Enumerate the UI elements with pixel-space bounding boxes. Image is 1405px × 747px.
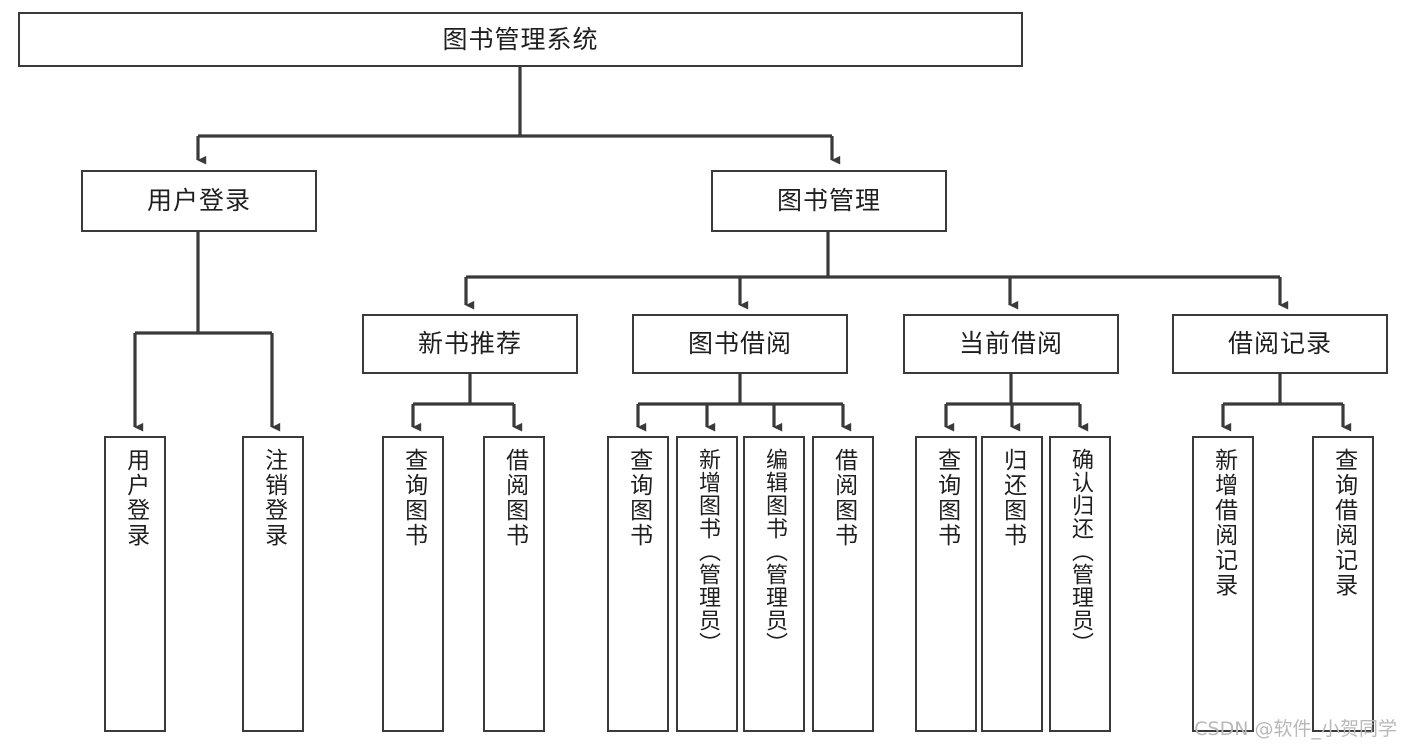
node-label: 查询图书 xyxy=(400,448,427,548)
node-label: 借阅记录 xyxy=(1227,329,1332,359)
leaf-add-borrow-record[interactable]: 新增借阅记录 xyxy=(1192,436,1254,732)
node-label: 新书推荐 xyxy=(417,329,522,359)
node-label: 查询借阅记录 xyxy=(1330,448,1357,598)
node-label: 查询图书 xyxy=(933,448,960,548)
leaf-borrow-book-recommend[interactable]: 借阅图书 xyxy=(483,436,545,732)
leaf-query-book-borrow[interactable]: 查询图书 xyxy=(607,436,669,732)
node-current-borrow[interactable]: 当前借阅 xyxy=(903,314,1119,374)
leaf-query-borrow-record[interactable]: 查询借阅记录 xyxy=(1312,436,1374,732)
node-book-borrow[interactable]: 图书借阅 xyxy=(632,314,848,374)
node-label: 查询图书 xyxy=(625,448,652,548)
node-label: 借阅图书 xyxy=(830,448,857,548)
node-label: 用户登录 xyxy=(146,186,251,216)
node-label: 归还图书 xyxy=(999,448,1026,548)
node-label: 图书借阅 xyxy=(687,329,792,359)
node-label: 注销登录 xyxy=(260,448,287,548)
leaf-user-login[interactable]: 用户登录 xyxy=(104,436,166,732)
leaf-edit-book-admin[interactable]: 编辑图书（管理员） xyxy=(743,436,805,732)
node-user-login[interactable]: 用户登录 xyxy=(81,170,317,232)
leaf-return-book[interactable]: 归还图书 xyxy=(981,436,1043,732)
node-root-system[interactable]: 图书管理系统 xyxy=(18,12,1023,67)
leaf-query-book-recommend[interactable]: 查询图书 xyxy=(382,436,444,732)
node-label: 确认归还（管理员） xyxy=(1067,448,1093,655)
leaf-logout[interactable]: 注销登录 xyxy=(242,436,304,732)
leaf-query-book-current[interactable]: 查询图书 xyxy=(915,436,977,732)
leaf-borrow-book[interactable]: 借阅图书 xyxy=(812,436,874,732)
node-new-book-recommend[interactable]: 新书推荐 xyxy=(362,314,578,374)
node-label: 新增图书（管理员） xyxy=(694,448,720,655)
node-label: 用户登录 xyxy=(122,448,149,548)
node-label: 当前借阅 xyxy=(958,329,1063,359)
csdn-watermark: CSDN @软件_小贺同学 xyxy=(1194,718,1397,740)
node-label: 图书管理 xyxy=(776,186,881,216)
leaf-confirm-return-admin[interactable]: 确认归还（管理员） xyxy=(1049,436,1111,732)
node-label: 借阅图书 xyxy=(501,448,528,548)
node-label: 新增借阅记录 xyxy=(1210,448,1237,598)
node-book-management[interactable]: 图书管理 xyxy=(711,170,947,232)
node-borrow-record[interactable]: 借阅记录 xyxy=(1172,314,1388,374)
node-label: 图书管理系统 xyxy=(442,24,599,54)
node-label: 编辑图书（管理员） xyxy=(761,448,787,655)
leaf-add-book-admin[interactable]: 新增图书（管理员） xyxy=(676,436,738,732)
